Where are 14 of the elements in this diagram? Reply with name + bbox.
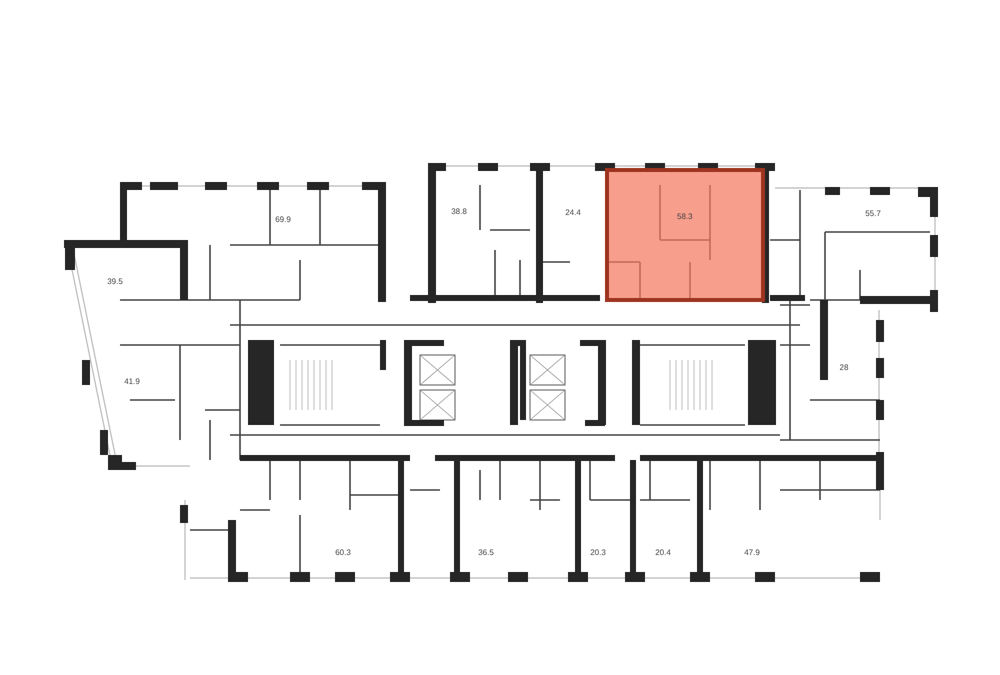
- apartment-area: 36.5: [471, 546, 501, 558]
- apartment-area: 47.9: [737, 546, 767, 558]
- apartment-area: 24.4: [558, 206, 588, 218]
- apartment-area: 58.3: [677, 212, 693, 221]
- apartment-area: 20.4: [648, 546, 678, 558]
- apartment-area: 28: [829, 361, 859, 373]
- apartment-area: 39.5: [100, 275, 130, 287]
- highlighted-apartment: [605, 168, 765, 302]
- apartment-area: 20.3: [583, 546, 613, 558]
- apartment-area: 69.9: [268, 213, 298, 225]
- apartment-area: 38.8: [444, 205, 474, 217]
- apartment-area: 55.7: [858, 207, 888, 219]
- apartment-area: 60.3: [328, 546, 358, 558]
- apartment-area: 41.9: [117, 375, 147, 387]
